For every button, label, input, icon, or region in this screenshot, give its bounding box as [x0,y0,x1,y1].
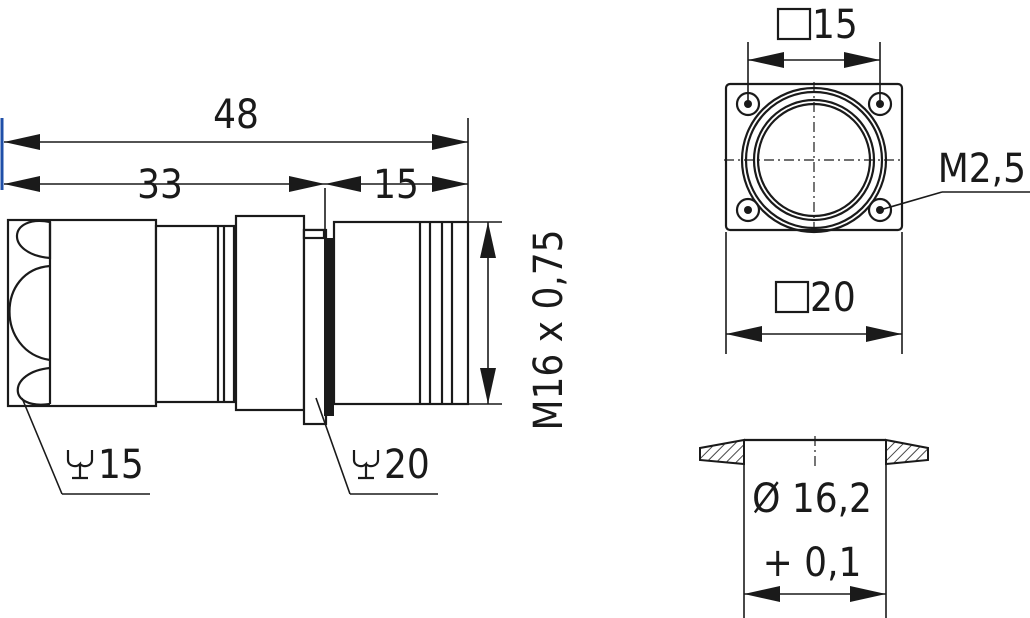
wrench-nut-label: 15 [98,442,144,488]
dimension-thread-diameter: M16 x 0,75 [480,222,572,431]
dimension-total-length: 48 [4,92,468,150]
panel-cutout: Ø 16,2 + 0,1 [699,436,929,618]
dimension-thread-length: 15 [325,162,468,208]
dim-33-label: 33 [137,162,183,208]
wrench-housing-label: 20 [384,442,430,488]
thread-size-label: M16 x 0,75 [526,229,572,430]
dimension-cutout-diameter: Ø 16,2 + 0,1 [743,464,887,618]
cutout-tolerance-label: + 0,1 [763,540,862,586]
dim-15-label: 15 [373,162,419,208]
front-view: 15 M2,5 [724,2,1030,354]
dimension-flange-width: 20 [725,232,903,354]
side-view: 48 33 15 [0,92,572,495]
screw-size-label: M2,5 [938,146,1026,192]
wrench-icon [66,450,94,480]
dim-48-label: 48 [213,92,259,138]
dimension-hole-spacing: 15 [747,2,881,104]
connector-body [6,214,470,426]
dimension-body-length: 33 [4,162,325,208]
cutout-diameter-label: Ø 16,2 [752,476,872,522]
mounting-holes [735,91,893,223]
flange-width-label: 20 [810,275,856,321]
wrench-callout-nut: 15 [21,397,150,495]
screw-callout: M2,5 [879,146,1030,211]
hole-spacing-label: 15 [812,2,858,48]
wrench-icon [352,450,380,480]
wrench-callout-housing: 20 [315,397,438,495]
